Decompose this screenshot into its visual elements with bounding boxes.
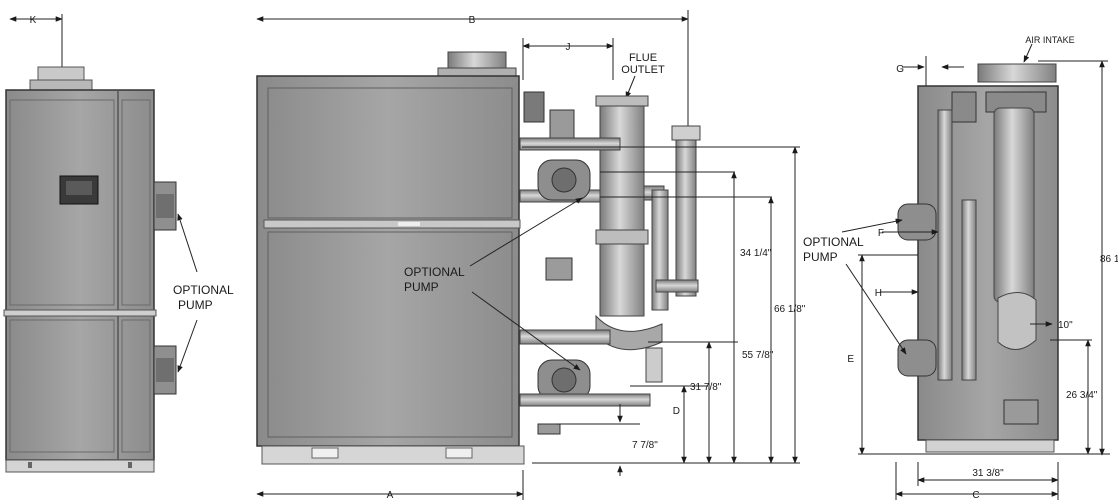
dim-34-1-4: 34 1/4" [740,248,772,259]
dim-label-j: J [566,42,571,53]
dim-66-1-8: 66 1/8" [774,304,806,315]
label-flue: FLUE [629,52,657,64]
label-outlet: OUTLET [621,64,665,76]
dim-label-a: A [387,490,394,501]
center-dimension-lines [256,146,800,500]
center-front-view: B J FLUE OUTLET [256,10,701,465]
rear-lower-pump [897,339,937,377]
air-intake-collar [977,63,1057,83]
callout-pump-left: PUMP [178,298,213,312]
dim-label-k: K [30,15,37,26]
dim-7-7-8: 7 7/8" [632,440,658,451]
rear-upper-pump [897,203,937,241]
dim-label-b: B [469,15,476,26]
center-flue-collar [447,51,507,71]
dim-label-h: H [875,288,882,299]
center-cabinet [256,75,520,447]
right-dimension-lines [858,229,1110,500]
dim-55-7-8: 55 7/8" [742,350,774,361]
left-cabinet [5,89,155,461]
dim-31-3-8: 31 3/8" [972,468,1004,479]
dim-10: 10" [1058,320,1073,331]
dim-label-d: D [673,406,680,417]
callout-pump-center: PUMP [404,280,439,294]
callout-pump-right: PUMP [803,250,838,264]
dim-label-g: G [896,64,904,75]
dim-26-3-4: 26 3/4" [1066,390,1098,401]
dim-label-c: C [972,490,979,501]
label-air-intake: AIR INTAKE [1025,35,1074,45]
flue-vent-column [599,99,645,317]
left-flue-collar [37,66,85,82]
left-side-view: K [3,14,177,473]
callout-optional-right: OPTIONAL [803,235,864,249]
callout-optional-center: OPTIONAL [404,265,465,279]
right-rear-view: AIR INTAKE 86 1/4 G [896,35,1118,456]
dim-31-7-8: 31 7/8" [690,382,722,393]
dim-label-f: F [878,228,884,239]
rear-flue-pipe [993,107,1035,303]
dim-label-e: E [847,354,854,365]
callout-optional-left: OPTIONAL [173,283,234,297]
dim-86-1-4: 86 1/4 [1100,254,1118,265]
